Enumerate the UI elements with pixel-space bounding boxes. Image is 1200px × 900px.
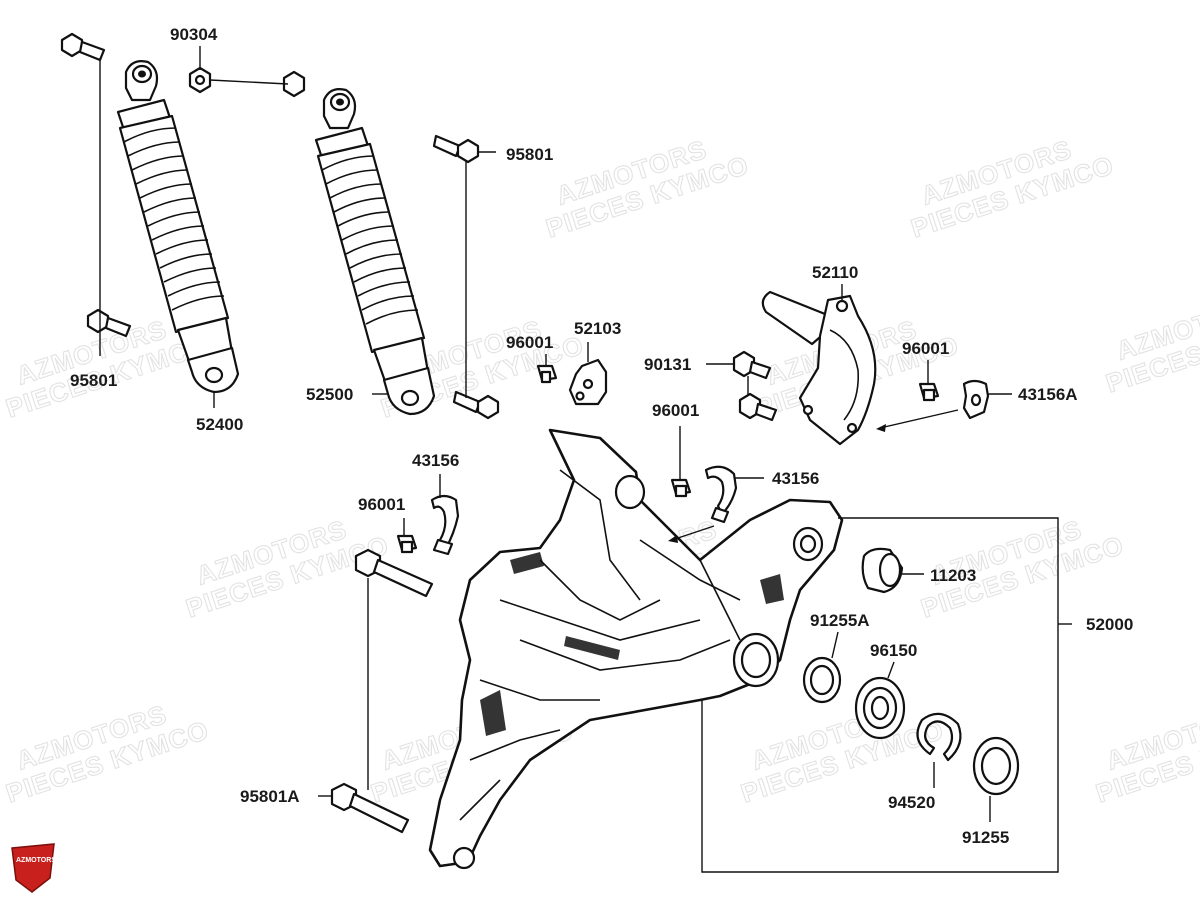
logo-text: AZMOTORS [16, 857, 56, 864]
clamp-43156-right [704, 465, 738, 524]
leader-lines [99, 46, 1012, 822]
label-95801-top: 95801 [506, 145, 553, 164]
label-96001-d: 96001 [358, 495, 405, 514]
part-labels: 90304 95801 95801 52400 52500 96001 5210… [70, 25, 1133, 847]
label-94520: 94520 [888, 793, 935, 812]
label-52110: 52110 [812, 263, 858, 282]
bolt-95801-lower [86, 308, 132, 338]
shock-absorber-52400 [116, 60, 240, 394]
watermark: AZMOTORS PIECES KYMCO [737, 698, 948, 809]
watermark: AZMOTORS PIECES KYMCO [542, 133, 753, 244]
label-95801A: 95801A [240, 787, 300, 806]
bracket-52103 [568, 358, 608, 406]
bolt-96001-c [670, 478, 692, 498]
watermark: AZMOTORS PIECES KYMCO [1092, 698, 1200, 809]
bolt-96001-b [918, 382, 940, 402]
circlip-94520 [916, 712, 962, 762]
bushing-11203 [861, 547, 904, 594]
label-91255A: 91255A [810, 611, 870, 630]
watermark: AZMOTORS PIECES KYMCO [917, 513, 1128, 624]
label-43156A: 43156A [1018, 385, 1078, 404]
label-43156-a: 43156 [412, 451, 459, 470]
bolt-long-upper [354, 548, 434, 598]
label-96001-a: 96001 [506, 333, 553, 352]
bolt-95801-right [432, 134, 500, 420]
label-90304: 90304 [170, 25, 218, 44]
swing-arm-52000 [428, 428, 844, 870]
watermark: AZMOTORS PIECES KYMCO [2, 698, 213, 809]
label-11203: 11203 [930, 566, 976, 585]
bolt-95801A [330, 782, 410, 834]
seal-91255 [972, 736, 1020, 796]
shield-icon [11, 843, 55, 893]
clamp-43156-left [430, 494, 460, 556]
bolt-96001-d [396, 534, 418, 554]
label-52400: 52400 [196, 415, 243, 434]
group-frame-52000 [701, 517, 1072, 873]
label-95801-left: 95801 [70, 371, 117, 390]
label-91255: 91255 [962, 828, 1009, 847]
label-96150: 96150 [870, 641, 917, 660]
label-52103: 52103 [574, 319, 621, 338]
watermark: AZMOTORS PIECES KYMCO [1102, 288, 1200, 399]
shock-absorber-52500 [314, 88, 436, 416]
bolt-95801-top [60, 32, 106, 62]
bearing-96150 [854, 676, 906, 740]
bolt-90131 [732, 350, 778, 422]
label-52000: 52000 [1086, 615, 1133, 634]
seal-91255A [802, 656, 842, 704]
label-96001-b: 96001 [902, 339, 949, 358]
label-43156-b: 43156 [772, 469, 819, 488]
label-96001-c: 96001 [652, 401, 699, 420]
label-90131: 90131 [644, 355, 691, 374]
label-52500: 52500 [306, 385, 353, 404]
bolt-96001-a [536, 364, 558, 384]
bracket-52110 [761, 290, 877, 446]
clip-43156A [962, 379, 990, 420]
azmotors-logo: AZMOTORS [11, 843, 56, 893]
nut-90304 [188, 66, 306, 98]
watermark: AZMOTORS PIECES KYMCO [907, 133, 1118, 244]
